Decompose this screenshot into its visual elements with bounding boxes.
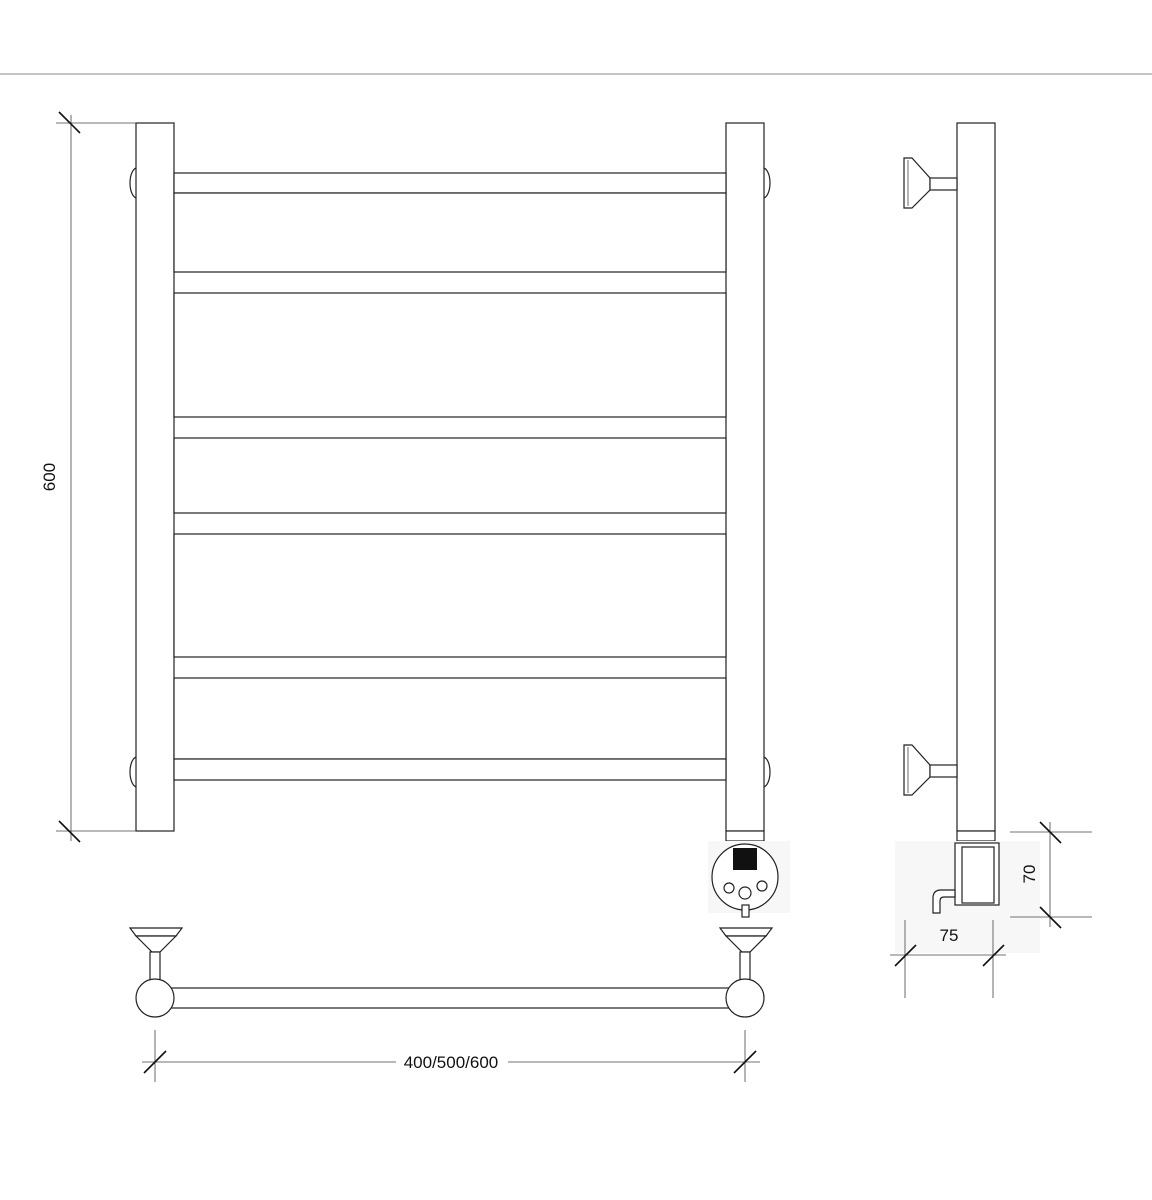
rung-6: [173, 677, 727, 760]
side-post: [956, 122, 996, 832]
right-post: [725, 122, 765, 832]
box-height-dimension: 70: [1010, 821, 1092, 929]
box-depth-dimension: 75: [890, 920, 1006, 998]
rung-2: [173, 192, 727, 273]
controller-front: [708, 841, 790, 918]
left-post: [135, 122, 175, 832]
rungs: [173, 172, 727, 781]
box-height-label: 70: [1020, 865, 1039, 884]
rung-4: [173, 437, 727, 514]
height-label: 600: [40, 463, 59, 491]
rung-7: [173, 758, 727, 781]
cable-side: [932, 889, 956, 914]
right-post-top: [725, 978, 765, 1018]
controller-side: [895, 841, 1040, 953]
height-dimension: 600: [40, 111, 136, 843]
side-view: 70 75: [890, 122, 1092, 998]
rung-1: [173, 172, 727, 194]
front-view: 600: [40, 111, 790, 918]
width-label: 400/500/600: [404, 1053, 499, 1072]
box-depth-label: 75: [940, 926, 959, 945]
cable-outlet: [741, 904, 750, 918]
top-view: 400/500/600: [128, 927, 774, 1082]
width-dimension: 400/500/600: [142, 1030, 760, 1082]
top-bar: [154, 987, 746, 1009]
heater-sleeve: [725, 830, 765, 842]
upper-bracket: [903, 157, 958, 209]
right-flange: [718, 927, 774, 937]
rung-3: [173, 292, 727, 418]
lower-bracket: [903, 744, 958, 796]
display-icon: [733, 848, 757, 870]
left-post-top: [135, 978, 175, 1018]
left-flange: [128, 927, 184, 937]
side-sleeve: [956, 830, 996, 842]
rung-5: [173, 533, 727, 658]
